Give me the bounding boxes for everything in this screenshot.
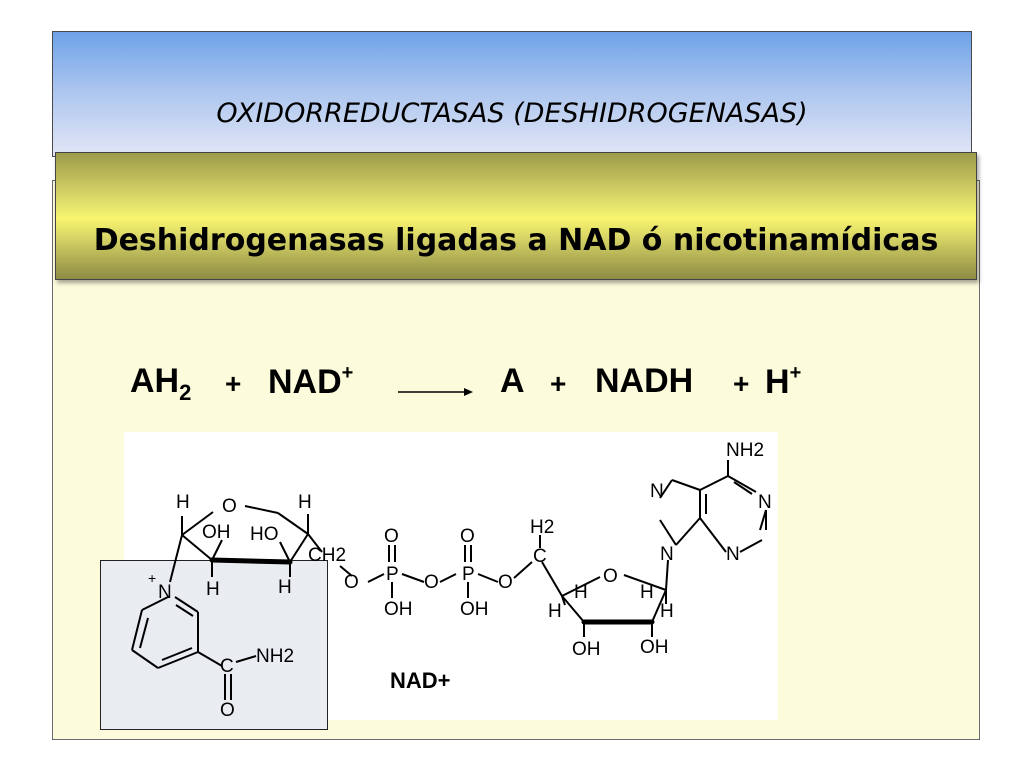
atom-n: N [660, 544, 674, 565]
eq-product3: H+ [765, 362, 802, 401]
nicotinamide-highlight-box [100, 560, 328, 730]
atom-oh: OH [460, 599, 489, 620]
atom-nh2: NH2 [726, 440, 764, 461]
atom-o: O [460, 526, 475, 547]
atom-h: H [176, 492, 190, 513]
atom-n: N [726, 544, 740, 565]
subtitle-box: Deshidrogenasas ligadas a NAD ó nicotina… [55, 152, 977, 280]
atom-h: H [574, 582, 588, 603]
atom-h: H [660, 601, 674, 622]
atom-h2: H2 [530, 517, 554, 538]
atom-h: H [206, 579, 220, 600]
atom-h: H [640, 582, 654, 603]
atom-n: N [158, 582, 172, 603]
eq-product1: A [500, 362, 525, 400]
eq-reactant1: AH2 [130, 362, 192, 405]
atom-o: O [222, 496, 237, 517]
atom-h: H [278, 577, 292, 598]
eq-plus-3: + [733, 368, 750, 399]
atom-o: O [220, 700, 235, 721]
atom-p: P [386, 564, 399, 585]
title-box: OXIDORREDUCTASAS (DESHIDROGENASAS) [52, 31, 972, 157]
atom-oh: OH [384, 599, 413, 620]
atom-o: O [344, 572, 359, 593]
atom-h: H [548, 601, 562, 622]
atom-ch2: CH2 [308, 545, 346, 566]
atom-h: H [298, 492, 312, 513]
atom-oh: OH [202, 522, 231, 543]
atom-o: O [498, 572, 513, 593]
eq-plus-2: + [550, 368, 567, 399]
eq-plus-1: + [225, 368, 242, 399]
atom-o: O [424, 572, 439, 593]
atom-o: O [384, 526, 399, 547]
atom-c: C [220, 656, 234, 677]
slide-title: OXIDORREDUCTASAS (DESHIDROGENASAS) [216, 98, 808, 129]
slide-subtitle: Deshidrogenasas ligadas a NAD ó nicotina… [93, 223, 939, 258]
eq-product2: NADH [595, 362, 694, 400]
atom-n: N [758, 492, 772, 513]
eq-reactant2: NAD+ [268, 362, 354, 401]
atom-oh: OH [640, 637, 669, 658]
reaction-arrow [398, 388, 473, 396]
atom-oh: OH [572, 639, 601, 660]
atom-charge: + [148, 570, 156, 586]
atom-p: P [462, 564, 475, 585]
atom-ho: HO [250, 524, 279, 545]
structure-label: NAD+ [390, 668, 451, 693]
atom-c: C [533, 546, 547, 567]
atom-n: N [650, 481, 664, 502]
atom-o: O [603, 566, 618, 587]
atom-nh2: NH2 [256, 646, 294, 667]
